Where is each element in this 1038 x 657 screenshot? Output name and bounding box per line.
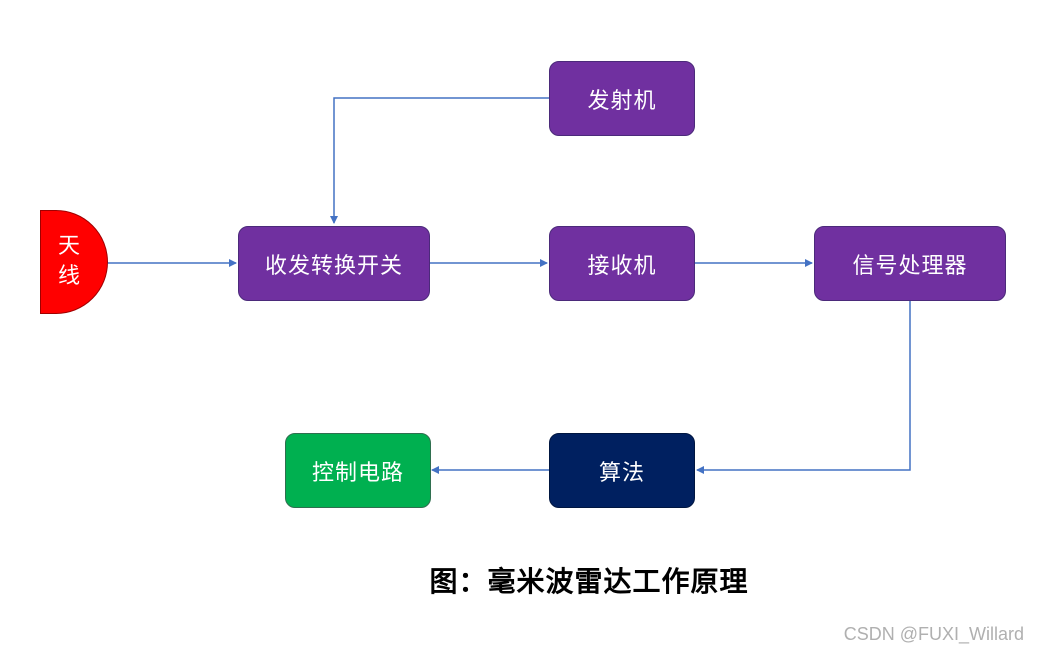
signal-processor-node: 信号处理器 <box>814 226 1006 301</box>
tx-rx-switch-node: 收发转换开关 <box>238 226 430 301</box>
receiver-label: 接收机 <box>587 253 657 279</box>
arrow-transmitter-to-switch <box>330 97 549 224</box>
signal-processor-label: 信号处理器 <box>852 253 968 279</box>
algorithm-node: 算法 <box>549 433 695 508</box>
figure-caption: 图：毫米波雷达工作原理 <box>429 565 749 598</box>
tx-rx-switch-label: 收发转换开关 <box>264 253 403 279</box>
antenna-label: 天线 <box>57 234 80 289</box>
watermark: CSDN @FUXI_Willard <box>843 624 1024 644</box>
control-circuit-node: 控制电路 <box>285 433 431 508</box>
transmitter-label: 发射机 <box>587 88 657 114</box>
arrow-processor-to-algorithm <box>696 301 911 474</box>
control-circuit-label: 控制电路 <box>311 460 404 486</box>
algorithm-label: 算法 <box>598 460 645 486</box>
receiver-node: 接收机 <box>549 226 695 301</box>
transmitter-node: 发射机 <box>549 61 695 136</box>
